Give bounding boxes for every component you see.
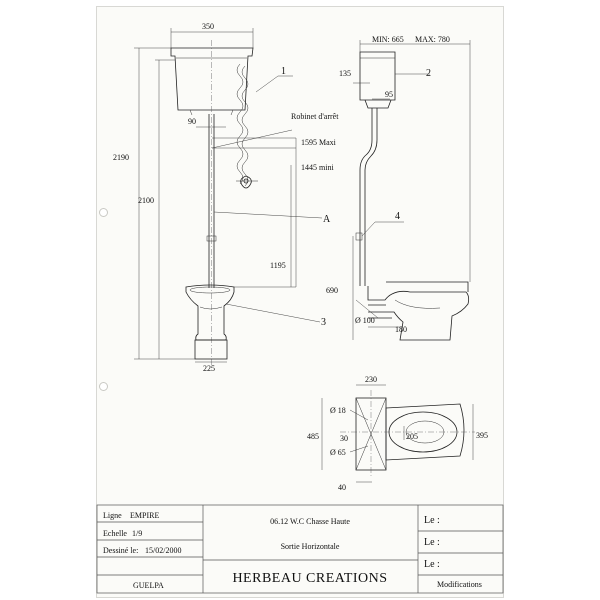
plan-view: 230 Ø 18 30 Ø 65 485 205 395 40	[307, 375, 488, 492]
dim-pipe-offset: 90	[188, 117, 196, 126]
valve-label: Robinet d'arrêt	[291, 112, 339, 121]
dim-plan-205: 205	[406, 432, 418, 441]
dim-plan-230: 230	[365, 375, 377, 384]
cistern-side	[359, 51, 396, 101]
dim-plan-40: 40	[338, 483, 346, 492]
le-2: Le :	[424, 537, 440, 548]
dim-valve-max: 1595 Maxi	[301, 138, 337, 147]
pull-handle	[240, 175, 252, 189]
dessine-label: Dessiné le:	[103, 546, 138, 555]
modifications-label: Modifications	[437, 580, 482, 589]
dim-pipe-dia: Ø 100	[355, 316, 375, 325]
dim-135: 135	[339, 69, 351, 78]
front-view: 350 2190 2100 90 Robinet d'arrêt 1595 Ma…	[113, 22, 339, 373]
callout-1: 1	[281, 66, 286, 77]
dim-plan-395: 395	[476, 431, 488, 440]
side-view: 4 MIN: 665 MAX: 780 135 95 690 Ø 100 180…	[326, 35, 471, 341]
pan-plan	[385, 403, 465, 461]
pan-side	[367, 286, 470, 341]
callout-4: 4	[395, 211, 400, 222]
echelle-label: Echelle	[103, 529, 127, 538]
dessine-value: 15/02/2000	[145, 546, 181, 555]
dim-pan-height: 1195	[270, 261, 286, 270]
binder-hole-top	[99, 208, 108, 217]
dim-side-min: MIN: 665	[372, 35, 404, 44]
flush-pipe-side	[359, 108, 373, 286]
author: GUELPA	[133, 581, 164, 590]
le-3: Le :	[424, 559, 440, 570]
company-name: HERBEAU CREATIONS	[232, 571, 387, 586]
callout-A: A	[323, 214, 331, 225]
pan-front	[185, 284, 235, 341]
binder-hole-bottom	[99, 382, 108, 391]
dim-cistern-bottom: 2100	[138, 196, 154, 205]
dim-side-max: MAX: 780	[415, 35, 450, 44]
dim-95: 95	[385, 90, 393, 99]
product-title: 06.12 W.C Chasse Haute	[270, 517, 350, 526]
cistern-front	[170, 47, 254, 111]
dim-plan-30: 30	[340, 434, 348, 443]
product-subtitle: Sortie Horizontale	[281, 542, 340, 551]
dim-cistern-width: 350	[202, 22, 214, 31]
echelle-value: 1/9	[132, 529, 142, 538]
dim-690: 690	[326, 286, 338, 295]
dim-plan-dia65: Ø 65	[330, 448, 346, 457]
ligne-label: Ligne	[103, 511, 122, 520]
callout-2: 2	[426, 68, 431, 79]
dim-total-height: 2190	[113, 153, 129, 162]
dim-180: 180	[395, 325, 407, 334]
callout-3: 3	[321, 317, 326, 328]
pan-base	[194, 339, 228, 360]
dim-pan-base: 225	[203, 364, 215, 373]
le-1: Le :	[424, 515, 440, 526]
drawing-sheet	[96, 6, 504, 598]
title-block: Ligne EMPIRE Echelle 1/9 Dessiné le: 15/…	[96, 504, 504, 594]
pull-chain	[236, 63, 244, 185]
dim-plan-485: 485	[307, 432, 319, 441]
dim-plan-dia18: Ø 18	[330, 406, 346, 415]
dim-valve-min: 1445 mini	[301, 163, 334, 172]
ligne-value: EMPIRE	[130, 511, 159, 520]
